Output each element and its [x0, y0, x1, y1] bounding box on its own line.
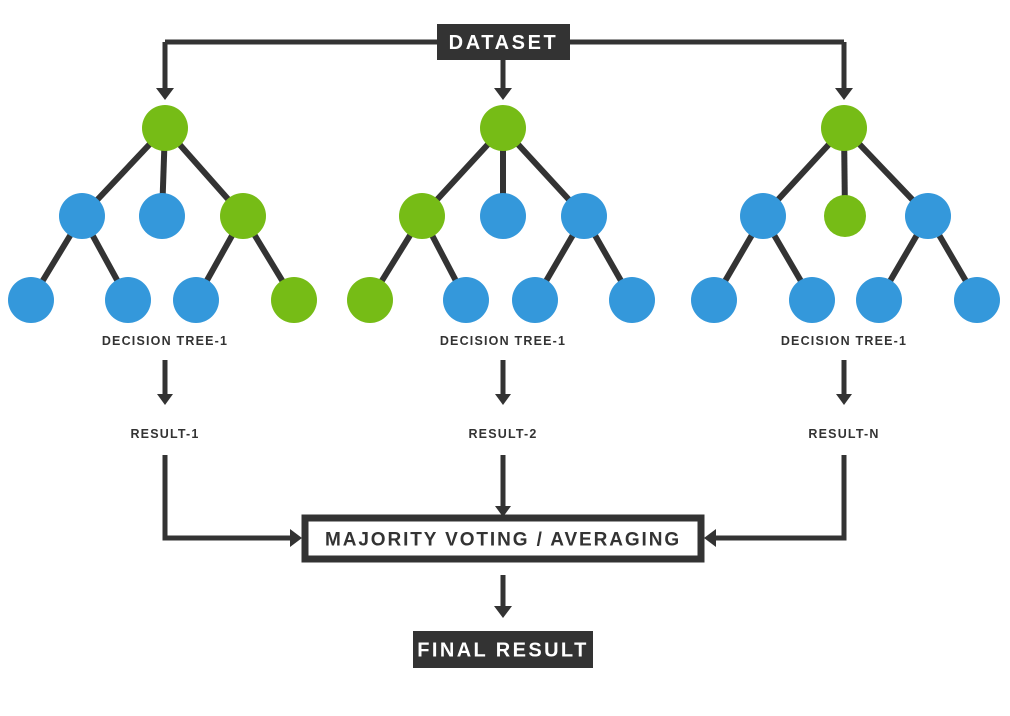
tree-2-node-t2-l2c[interactable]: [561, 193, 607, 239]
tree-1-node-t1-l3c[interactable]: [173, 277, 219, 323]
tree-3-caption: DECISION TREE-1: [781, 334, 907, 348]
result-2-to-vote-arrow: [495, 506, 511, 517]
tree-3-node-t3-l2c[interactable]: [905, 193, 951, 239]
tree-1-result-arrow: [157, 394, 173, 405]
tree-3-node-t3-l3a[interactable]: [691, 277, 737, 323]
vote-to-final-arrow: [494, 606, 512, 618]
majority-voting-box[interactable]: MAJORITY VOTING / AVERAGING: [301, 514, 705, 563]
tree-3-node-t3-l2a[interactable]: [740, 193, 786, 239]
tree-2-node-t2-l2b[interactable]: [480, 193, 526, 239]
dataset-box[interactable]: DATASET: [437, 24, 570, 60]
dataset-branch-arrow-1: [156, 88, 174, 100]
tree-3-node-t3-l3d[interactable]: [954, 277, 1000, 323]
tree-3-result-label: RESULT-N: [808, 427, 879, 441]
result-n-to-vote-arrow: [704, 529, 716, 547]
majority-voting-box-label: MAJORITY VOTING / AVERAGING: [325, 530, 681, 551]
tree-2-node-t2-l3c[interactable]: [512, 277, 558, 323]
tree-2-result-arrow: [495, 394, 511, 405]
final-result-box-background: [413, 631, 593, 668]
tree-3-node-t3-l2b[interactable]: [824, 195, 866, 237]
final-result-box[interactable]: FINAL RESULT: [413, 631, 593, 668]
result-n-to-vote-connector: [715, 455, 847, 541]
final-result-box-label: FINAL RESULT: [417, 640, 588, 662]
tree-2-result-label: RESULT-2: [468, 427, 537, 441]
tree-3-node-t3-l3b[interactable]: [789, 277, 835, 323]
tree-3-result-arrow: [836, 394, 852, 405]
tree-1-node-t1-root[interactable]: [142, 105, 188, 151]
tree-nodes-layer: [8, 105, 1000, 323]
dataset-box-label: DATASET: [449, 32, 559, 54]
tree-1-caption: DECISION TREE-1: [102, 334, 228, 348]
dataset-box-background: [437, 24, 570, 60]
dataset-branch-arrow-2: [494, 88, 512, 100]
tree-2-node-t2-l2a[interactable]: [399, 193, 445, 239]
result-flow-connectors: [157, 360, 852, 618]
tree-2-node-t2-l3d[interactable]: [609, 277, 655, 323]
tree-3-node-t3-root[interactable]: [821, 105, 867, 151]
majority-voting-box-border: [301, 514, 705, 563]
tree-1-node-t1-l3a[interactable]: [8, 277, 54, 323]
result-1-to-vote-connector: [162, 455, 291, 541]
tree-2-node-t2-l3b[interactable]: [443, 277, 489, 323]
dataset-distribution-connectors: [156, 39, 853, 100]
tree-1-node-t1-l3b[interactable]: [105, 277, 151, 323]
dataset-branch-arrow-3: [835, 88, 853, 100]
tree-1-node-t1-l3d[interactable]: [271, 277, 317, 323]
tree-2-caption: DECISION TREE-1: [440, 334, 566, 348]
tree-1-result-label: RESULT-1: [130, 427, 199, 441]
tree-2-node-t2-l3a[interactable]: [347, 277, 393, 323]
tree-1-node-t1-l2b[interactable]: [139, 193, 185, 239]
majority-voting-box-background: [305, 518, 701, 559]
result-1-to-vote-arrow: [290, 529, 302, 547]
tree-1-node-t1-l2a[interactable]: [59, 193, 105, 239]
tree-1-node-t1-l2c[interactable]: [220, 193, 266, 239]
tree-2-node-t2-root[interactable]: [480, 105, 526, 151]
tree-3-node-t3-l3c[interactable]: [856, 277, 902, 323]
